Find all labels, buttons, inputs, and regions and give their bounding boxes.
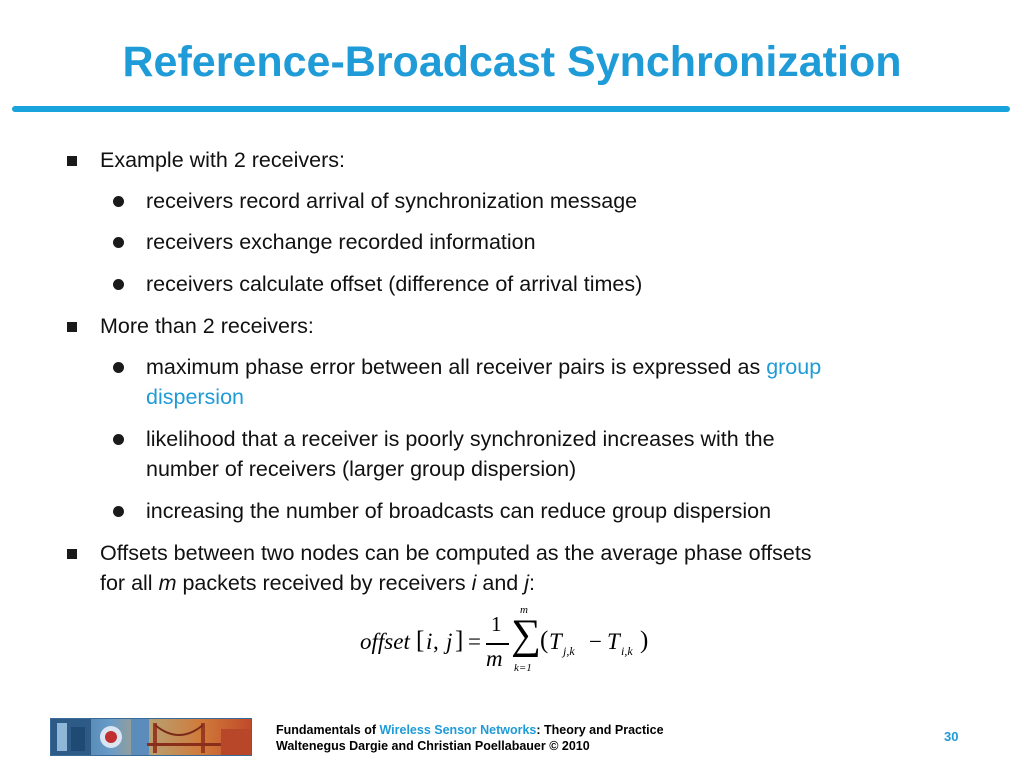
sub-bullet-text: receivers record arrival of synchronizat… [146,189,638,213]
bullet-text-part: : [529,571,536,595]
sub-bullet-text: likelihood that a receiver is poorly syn… [146,424,986,484]
formula-fraction-numerator: 1 [491,612,502,636]
bullet-text-part: for all [100,571,159,595]
bullet-text: Example with 2 receivers: [100,148,345,172]
square-bullet-icon [67,322,77,332]
footer-text-part: Fundamentals of [276,723,380,737]
footer-banner-graphic [51,719,251,755]
formula-var-i: i [426,629,433,654]
formula-sum-upper: m [520,604,528,616]
formula-fraction-denominator: m [486,646,503,671]
bullet-text-part: and [476,571,525,595]
round-bullet-icon [113,434,124,445]
footer-book-highlight: Wireless Sensor Networks [379,723,537,737]
variable-m: m [158,571,177,595]
formula-subscript-ik: i,k [621,644,633,658]
footer-text-part: : Theory and Practice [536,723,664,737]
round-bullet-icon [113,196,124,207]
round-bullet-icon [113,506,124,517]
formula-var-j: j [446,629,453,654]
sub-bullet-text-part: maximum phase error between all receiver… [146,355,767,379]
formula-bracket-open: [ [416,627,425,654]
footer-banner-image [50,718,252,756]
bullet-text-part: packets received by receivers [176,571,472,595]
sub-bullet-line: likelihood that a receiver is poorly syn… [146,427,775,451]
offset-formula: offset [ i , j ] = 1 m m ∑ k=1 ( T j,k −… [360,604,660,686]
round-bullet-icon [113,279,124,290]
round-bullet-icon [113,362,124,373]
sub-bullet-line: number of receivers (larger group disper… [146,457,577,481]
bullet-text: More than 2 receivers: [100,314,314,338]
formula-fraction-bar [486,643,509,645]
sub-bullet-text: receivers calculate offset (difference o… [146,272,643,296]
sub-bullet-text: receivers exchange recorded information [146,230,536,254]
round-bullet-icon [113,237,124,248]
formula-T-second: T [607,629,620,654]
footer-citation: Fundamentals of Wireless Sensor Networks… [276,722,664,754]
formula-paren-close: ) [640,627,649,654]
variable-i: i [471,571,477,595]
slide-title: Reference-Broadcast Synchronization [122,38,902,86]
formula-paren-open: ( [540,627,549,654]
sub-bullet-text: maximum phase error between all receiver… [146,352,986,412]
footer-authors: Waltenegus Dargie and Christian Poellaba… [276,739,590,753]
formula-sigma-icon: ∑ [511,612,541,658]
page-number: 30 [944,729,959,744]
title-divider [12,106,1010,112]
formula-sum-lower: k=1 [514,662,532,674]
formula-bracket-close: ] [455,627,464,654]
square-bullet-icon [67,549,77,559]
formula-equals: = [468,629,481,654]
formula-minus: − [589,629,602,654]
square-bullet-icon [67,156,77,166]
formula-subscript-jk: j,k [563,644,575,658]
bullet-text: Offsets between two nodes can be compute… [100,538,980,598]
bullet-line: Offsets between two nodes can be compute… [100,541,812,565]
formula-comma: , [433,629,439,654]
highlight-term: dispersion [146,385,244,409]
highlight-term: group [766,355,822,379]
variable-j: j [524,571,530,595]
sub-bullet-text: increasing the number of broadcasts can … [146,499,772,523]
formula-T-first: T [549,629,562,654]
formula-lhs-name: offset [360,629,410,654]
